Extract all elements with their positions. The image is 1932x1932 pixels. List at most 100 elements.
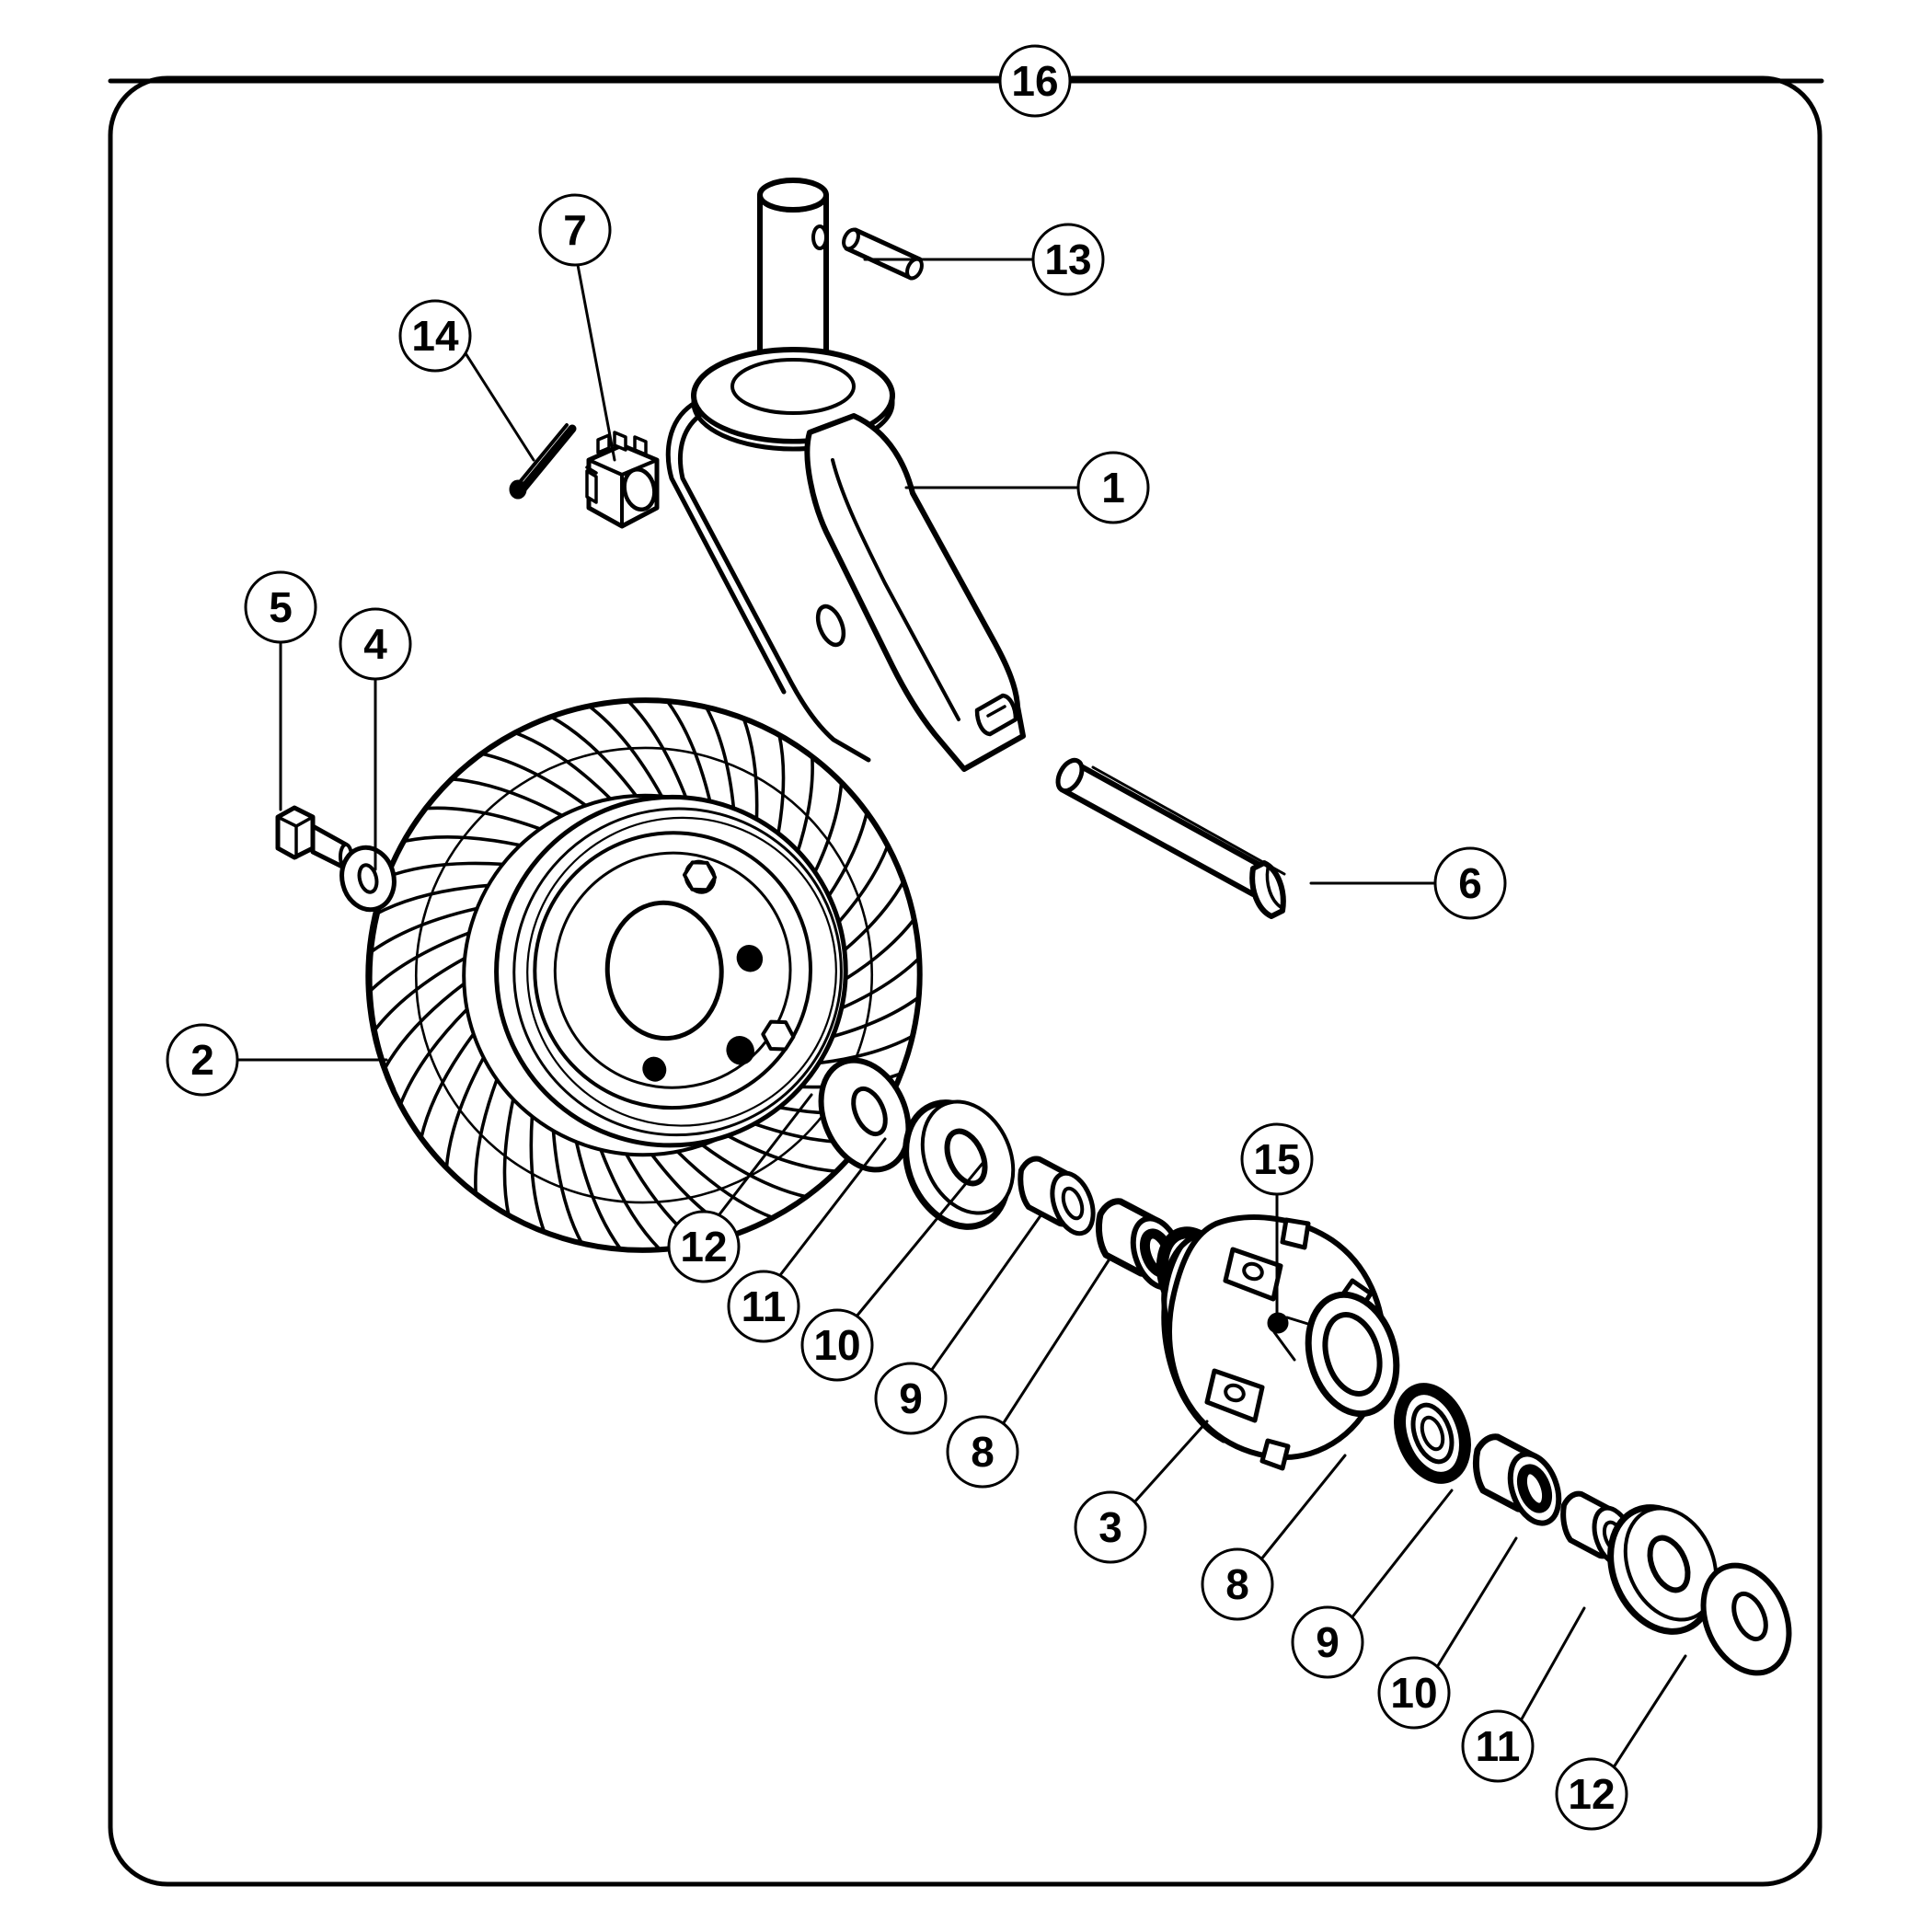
callout-circle[interactable] xyxy=(998,44,1072,118)
callout-number: 3 xyxy=(1098,1503,1122,1551)
callout-6-axle-bolt[interactable]: 6 xyxy=(1433,846,1507,920)
tire-tread-rib xyxy=(549,715,638,798)
callout-7-castle-nut[interactable]: 7 xyxy=(538,193,612,267)
callout-number: 8 xyxy=(971,1428,995,1476)
rim-lip-shadow xyxy=(512,807,843,1137)
roll-pin xyxy=(842,227,924,281)
callout-1-caster-fork-yoke[interactable]: 1 xyxy=(1076,451,1150,524)
callout-number: 10 xyxy=(1390,1669,1437,1717)
swivel-collar-inner xyxy=(730,358,856,415)
callout-circle[interactable] xyxy=(339,607,412,681)
callout-15-grease-fitting-zerk[interactable]: 15 xyxy=(1240,1122,1314,1196)
callout-circle[interactable] xyxy=(1201,1547,1274,1621)
tire-tread-rib xyxy=(675,1149,775,1220)
fork-leg-right xyxy=(804,413,1026,772)
callout-10-bearing-spacer-right[interactable]: 10 xyxy=(1377,1656,1451,1730)
leader-line-bearing-seal-right xyxy=(1259,1454,1347,1562)
callout-circle[interactable] xyxy=(1291,1605,1364,1679)
hub-pad-hole-upper xyxy=(1242,1261,1264,1282)
callout-8-bearing-seal-right[interactable]: 8 xyxy=(1201,1547,1274,1621)
fork-axle-slot-lower-inner xyxy=(986,705,1006,718)
callout-2-tire-and-wheel-assembly[interactable]: 2 xyxy=(166,1023,239,1097)
callout-3-wheel-hub[interactable]: 3 xyxy=(1074,1490,1147,1564)
tire-tread-rib xyxy=(367,931,471,995)
tire-tread-rib xyxy=(700,1143,809,1199)
fork-axle-slot-lower xyxy=(974,693,1018,737)
callout-9-bearing-cone-right[interactable]: 9 xyxy=(1291,1605,1364,1679)
caster-stem-hole xyxy=(811,224,828,250)
callout-circle[interactable] xyxy=(667,1210,741,1283)
callout-12-flat-washer-outer-left[interactable]: 12 xyxy=(667,1210,741,1283)
callout-11-large-flat-washer-right[interactable]: 11 xyxy=(1461,1709,1535,1783)
tire-tread-rib xyxy=(444,1055,486,1170)
tire-tread-rib xyxy=(626,698,689,802)
leader-line-wheel-hub xyxy=(1132,1420,1209,1505)
flat-washer xyxy=(339,845,397,913)
assembly-boundary-frame xyxy=(108,75,1823,1887)
callout-circle[interactable] xyxy=(1240,1122,1314,1196)
callout-circle[interactable] xyxy=(1461,1709,1535,1783)
tire-tread-rib xyxy=(529,1114,546,1234)
callout-circle[interactable] xyxy=(1555,1757,1628,1831)
rim-lug-hole-2 xyxy=(736,945,764,972)
large-flat-washer-right xyxy=(1607,1504,1719,1635)
bearing-cone-right xyxy=(1472,1433,1562,1526)
tire-tread-rib xyxy=(385,861,505,879)
callout-circle[interactable] xyxy=(166,1023,239,1097)
callout-number: 7 xyxy=(563,206,587,254)
callout-circle[interactable] xyxy=(398,299,472,373)
callout-number: 2 xyxy=(190,1036,214,1084)
tire-tread-rib xyxy=(551,1129,584,1246)
leader-line-bearing-seal-left xyxy=(1001,1259,1110,1426)
caster-fork-yoke xyxy=(665,178,1026,772)
hub-notch-top xyxy=(1280,1217,1311,1250)
bearing-spacer-left xyxy=(1018,1156,1096,1236)
callout-4-flat-washer[interactable]: 4 xyxy=(339,607,412,681)
callout-circle[interactable] xyxy=(1074,1490,1147,1564)
callout-10-bearing-spacer-left[interactable]: 10 xyxy=(800,1308,874,1382)
leader-line-castle-nut xyxy=(576,263,616,462)
callout-circle[interactable] xyxy=(946,1415,1019,1489)
callout-leader-lines xyxy=(108,78,1824,1772)
callout-circle[interactable] xyxy=(244,570,317,644)
castle-nut xyxy=(585,431,660,529)
bearing-seal-right xyxy=(1394,1383,1471,1484)
callout-circle[interactable] xyxy=(538,193,612,267)
leader-line-flat-washer-outer-right xyxy=(1610,1654,1687,1772)
callout-circle[interactable] xyxy=(1076,451,1150,524)
callout-13-roll-pin[interactable]: 13 xyxy=(1031,223,1105,296)
wheel-hub xyxy=(1161,1214,1400,1471)
callout-circle[interactable] xyxy=(800,1308,874,1382)
callout-circle[interactable] xyxy=(874,1362,948,1435)
callout-16-complete-caster-assembly[interactable]: 16 xyxy=(998,44,1072,118)
leader-line-cotter-pin xyxy=(464,351,535,462)
large-flat-washer-left xyxy=(903,1099,1016,1230)
callout-circle[interactable] xyxy=(1433,846,1507,920)
tire-tread-rib xyxy=(724,1133,838,1173)
callout-11-large-flat-washer-left[interactable]: 11 xyxy=(727,1270,800,1343)
tire-tread-rib xyxy=(402,834,523,847)
tire-tread-rib xyxy=(420,1032,476,1140)
tire-tread-rib xyxy=(398,1007,469,1107)
callout-number: 9 xyxy=(899,1374,923,1422)
callout-5-hex-bolt[interactable]: 5 xyxy=(244,570,317,644)
tire-tread-rib xyxy=(513,730,613,801)
leader-line-large-flat-washer-left xyxy=(778,1137,887,1277)
fork-inner-edge xyxy=(831,458,960,721)
leader-line-flat-washer-outer-left xyxy=(718,1093,813,1216)
callout-number: 1 xyxy=(1101,464,1125,512)
cotter-pin xyxy=(509,423,577,500)
callout-8-bearing-seal-left[interactable]: 8 xyxy=(946,1415,1019,1489)
callout-circle[interactable] xyxy=(1377,1656,1451,1730)
callout-circle[interactable] xyxy=(727,1270,800,1343)
tire-tread-rib xyxy=(574,1140,623,1251)
callout-12-flat-washer-outer-right[interactable]: 12 xyxy=(1555,1757,1628,1831)
callout-14-cotter-pin[interactable]: 14 xyxy=(398,299,472,373)
callout-9-bearing-cone-left[interactable]: 9 xyxy=(874,1362,948,1435)
fork-leg-left xyxy=(678,413,871,763)
callout-circle[interactable] xyxy=(1031,223,1105,296)
rim-lug-hole-3 xyxy=(726,1036,754,1065)
callout-number: 13 xyxy=(1044,236,1091,283)
callout-number: 11 xyxy=(742,1282,787,1330)
